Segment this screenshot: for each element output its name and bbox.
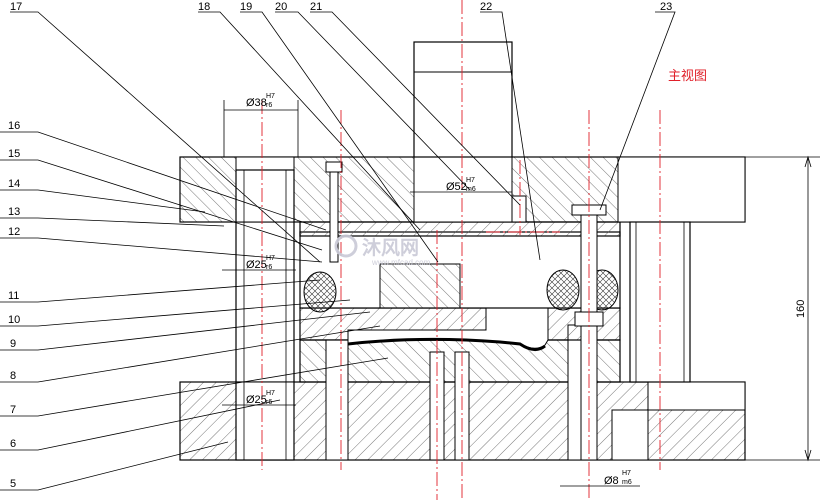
part-number: 10 [8,314,20,326]
part-number: 9 [10,338,16,350]
part-number: 6 [10,438,16,450]
watermark-url: www.mfcad.com [371,258,431,267]
dim-tol-lower: r6 [266,102,272,109]
dim-main: Ø8 [604,475,619,487]
dim-tol-lower: m6 [466,186,476,193]
dim-main: Ø38 [246,97,267,109]
dim-height: 160 [795,300,807,318]
dimension-lines [222,100,820,487]
dim-main: Ø52 [446,181,467,193]
part-number: 12 [8,226,20,238]
part-number: 14 [8,178,20,190]
watermark-text: 沐风网 [362,237,419,259]
upper-plate [299,221,621,237]
part-number: 18 [198,1,210,13]
part-number: 8 [10,370,16,382]
dim-tol-lower: r6 [266,399,272,406]
dim-d52: Ø52 H7 m6 [446,177,476,193]
dim-d25b: Ø25 H7 r6 [246,390,275,406]
part-number: 16 [8,120,20,132]
part-number: 19 [240,1,252,13]
lower-die-plate [299,324,621,461]
part-number: 5 [10,478,16,490]
part-number: 11 [8,290,19,302]
dim-main: Ø25 [246,259,267,271]
dim-tol-lower: m6 [622,479,632,486]
dim-tol-upper: H7 [466,177,475,184]
part-number: 21 [310,1,322,13]
part-number: 17 [10,1,22,13]
dim-d25a: Ø25 H7 r6 [246,255,275,271]
centerlines [261,0,661,500]
guide-pillar-left [235,169,295,461]
part-number: 20 [275,1,287,13]
part-number: 13 [8,206,20,218]
dim-tol-upper: H7 [266,390,275,397]
dim-tol-upper: H7 [622,470,631,477]
dim-main: Ø25 [246,394,267,406]
leader-lines [0,11,676,491]
part-number: 7 [10,404,16,416]
watermark-logo: 沐风网 www.mfcad.com [334,234,431,267]
part-number: 23 [660,1,672,13]
part-number: 22 [480,1,492,13]
dim-d8: Ø8 H7 m6 [604,470,632,487]
part-number: 15 [8,148,20,160]
dim-d38: Ø38 H7 r6 [246,93,275,109]
dimension-text: Ø38 H7 r6 Ø25 H7 r6 Ø52 H7 m6 Ø25 H7 r6 … [246,93,807,487]
dim-tol-upper: H7 [266,93,275,100]
dim-tol-lower: r6 [266,264,272,271]
top-die-base [179,156,746,223]
part-number-labels: 17 18 19 20 21 22 23 16 15 14 13 12 11 1… [8,1,672,490]
dim-tol-upper: H7 [266,255,275,262]
die-shank [413,41,513,158]
view-title: 主视图 [668,69,707,84]
